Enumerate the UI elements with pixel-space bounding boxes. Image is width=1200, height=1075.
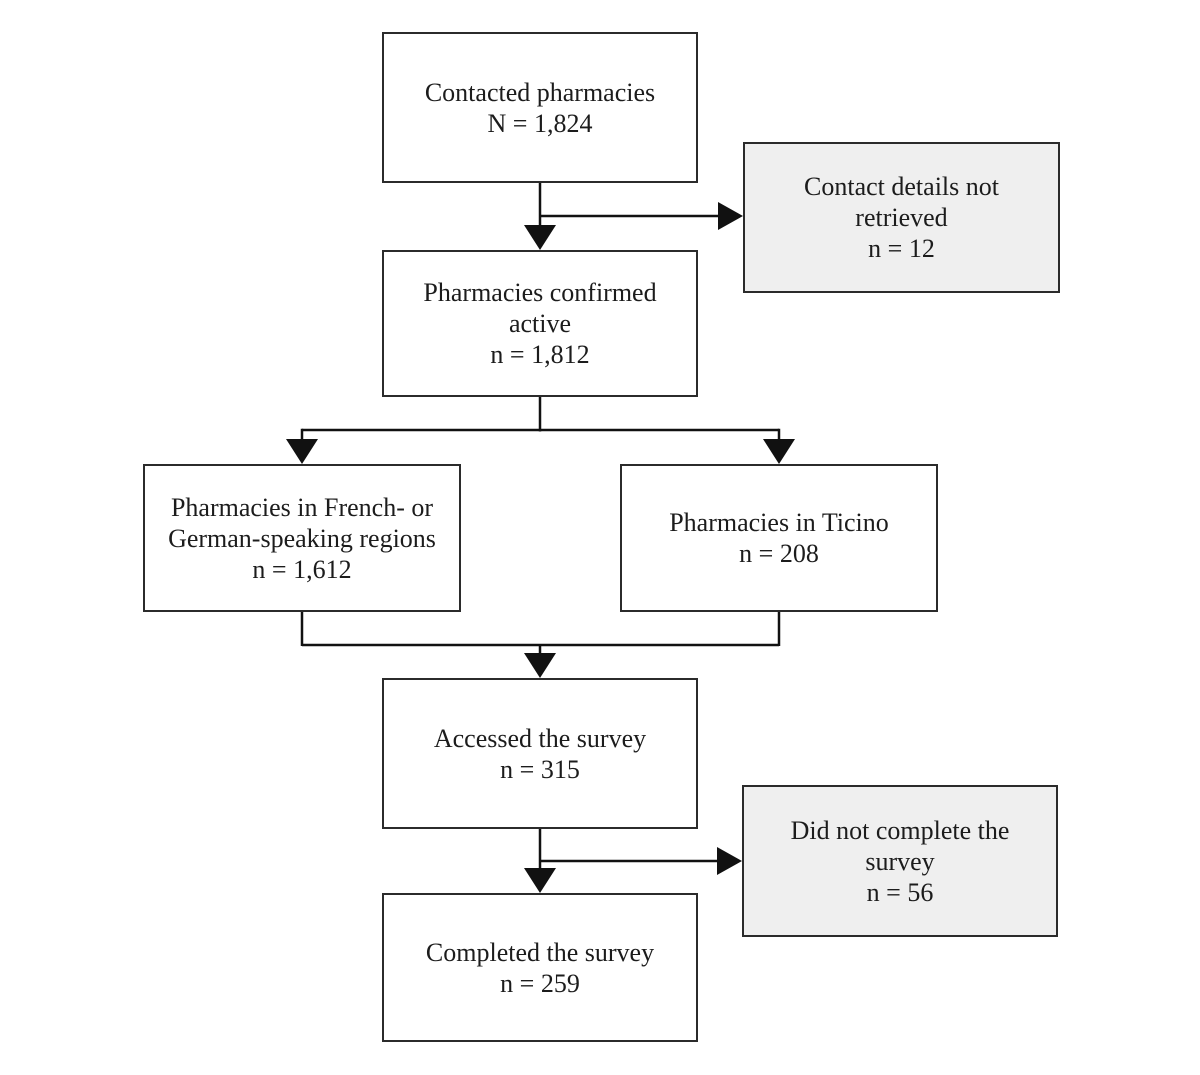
arrowhead-into-ticino	[763, 439, 795, 464]
box-did-not-complete-survey: Did not complete the survey n = 56	[742, 785, 1058, 937]
box-pharmacies-in-ticino-label: Pharmacies in Ticino	[669, 508, 889, 537]
box-contacted-pharmacies: Contacted pharmacies N = 1,824	[382, 32, 698, 183]
box-accessed-the-survey: Accessed the survey n = 315	[382, 678, 698, 829]
box-contact-details-not-retrieved: Contact details not retrieved n = 12	[743, 142, 1060, 293]
arrowhead-into-not-retrieved	[718, 202, 743, 230]
box-completed-the-survey-count: n = 259	[500, 968, 580, 998]
arrowhead-into-not-completed	[717, 847, 742, 875]
box-contacted-pharmacies-label: Contacted pharmacies	[424, 77, 656, 107]
box-pharmacies-french-german-regions: Pharmacies in French- or German-speaking…	[143, 464, 461, 612]
box-contacted-pharmacies-count: N = 1,824	[487, 108, 593, 138]
box-pharmacies-french-german-regions-count: n = 1,612	[252, 554, 352, 584]
box-accessed-the-survey-label: Accessed the survey	[433, 723, 647, 753]
box-accessed-the-survey-count: n = 315	[500, 754, 580, 784]
box-pharmacies-confirmed-active-count: n = 1,812	[490, 340, 590, 369]
box-pharmacies-confirmed-active-label: Pharmacies confirmed active	[423, 278, 657, 338]
box-pharmacies-confirmed-active: Pharmacies confirmed active n = 1,812	[382, 250, 698, 397]
arrowhead-into-completed	[524, 868, 556, 893]
box-contact-details-not-retrieved-label: Contact details not retrieved	[804, 172, 999, 232]
box-completed-the-survey-label: Completed the survey	[425, 937, 655, 967]
box-pharmacies-french-german-regions-label: Pharmacies in French- or German-speaking…	[168, 492, 436, 553]
box-did-not-complete-survey-count: n = 56	[866, 877, 934, 907]
arrowhead-into-confirmed-active	[524, 225, 556, 250]
box-contact-details-not-retrieved-count: n = 12	[868, 234, 935, 263]
arrowhead-into-accessed	[524, 653, 556, 678]
box-did-not-complete-survey-label: Did not complete the survey	[790, 815, 1010, 876]
box-completed-the-survey: Completed the survey n = 259	[382, 893, 698, 1042]
box-pharmacies-in-ticino: Pharmacies in Ticino n = 208	[620, 464, 938, 612]
arrowhead-into-french-german	[286, 439, 318, 464]
box-pharmacies-in-ticino-count: n = 208	[739, 539, 819, 568]
